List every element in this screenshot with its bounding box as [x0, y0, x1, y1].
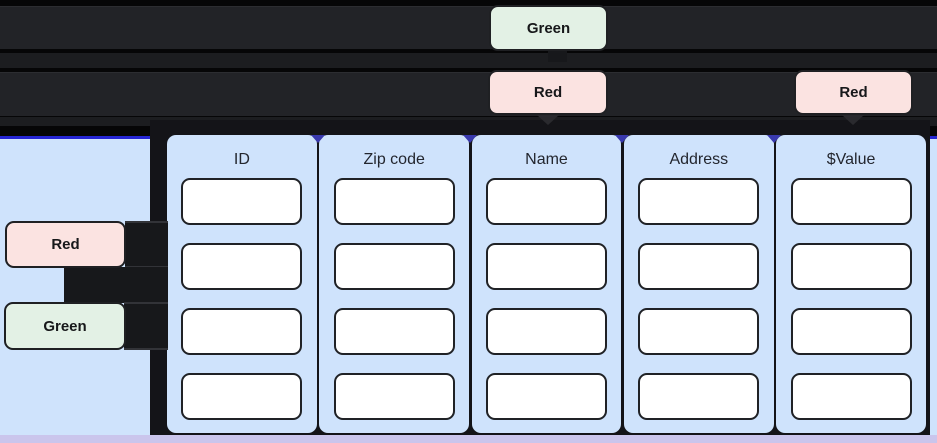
divider-caret-icon [615, 135, 629, 143]
cell-slot[interactable] [638, 243, 760, 290]
column-address: Address [623, 135, 774, 433]
top-row-bar-3 [0, 72, 937, 116]
column--value: $Value [776, 135, 926, 433]
cell-slot[interactable] [790, 178, 912, 225]
divider-caret-icon [463, 135, 477, 143]
cell-slot[interactable] [181, 308, 303, 355]
columns-row: ID Zip code Name Address $Value [167, 135, 926, 433]
cell-slot[interactable] [333, 373, 455, 420]
column-zip-code: Zip code [319, 135, 470, 433]
cell-slot[interactable] [333, 243, 455, 290]
cell-slot[interactable] [485, 373, 607, 420]
cell-slot[interactable] [181, 178, 303, 225]
red-chip-connector-tab [125, 221, 168, 268]
divider-caret-icon [767, 135, 781, 143]
green-chip-connector-tab [124, 302, 168, 350]
cell-slot[interactable] [485, 243, 607, 290]
column-header: Zip code [363, 151, 425, 168]
column-name: Name [471, 135, 622, 433]
divider-caret-icon [311, 135, 325, 143]
cell-slot[interactable] [485, 308, 607, 355]
column-header: ID [233, 151, 250, 168]
column-header: Name [525, 151, 568, 168]
pointer-down-icon [537, 115, 559, 125]
cell-slot[interactable] [790, 243, 912, 290]
cell-slot[interactable] [181, 373, 303, 420]
bottom-lavender-strip [0, 435, 937, 443]
red-label-chip-center[interactable]: Red [488, 70, 608, 115]
green-chip-stub [548, 50, 567, 62]
cell-slot[interactable] [638, 373, 760, 420]
cell-slot[interactable] [333, 178, 455, 225]
cell-slot[interactable] [181, 243, 303, 290]
red-label-chip-right[interactable]: Red [794, 70, 913, 115]
column-header: $Value [826, 151, 876, 168]
top-row-bar-1 [0, 6, 937, 49]
cell-slot[interactable] [790, 308, 912, 355]
cell-slot[interactable] [333, 308, 455, 355]
column-header: Address [669, 151, 729, 168]
cell-slot[interactable] [790, 373, 912, 420]
chip-connector-bridge [64, 267, 168, 303]
column-id: ID [167, 135, 317, 433]
cell-slot[interactable] [638, 308, 760, 355]
top-row-bar-2 [0, 53, 937, 68]
cell-slot[interactable] [485, 178, 607, 225]
cell-slot[interactable] [638, 178, 760, 225]
red-label-chip-side[interactable]: Red [5, 221, 126, 268]
green-label-chip-top[interactable]: Green [489, 5, 608, 51]
pointer-down-icon [842, 115, 864, 125]
green-label-chip-side[interactable]: Green [4, 302, 126, 350]
